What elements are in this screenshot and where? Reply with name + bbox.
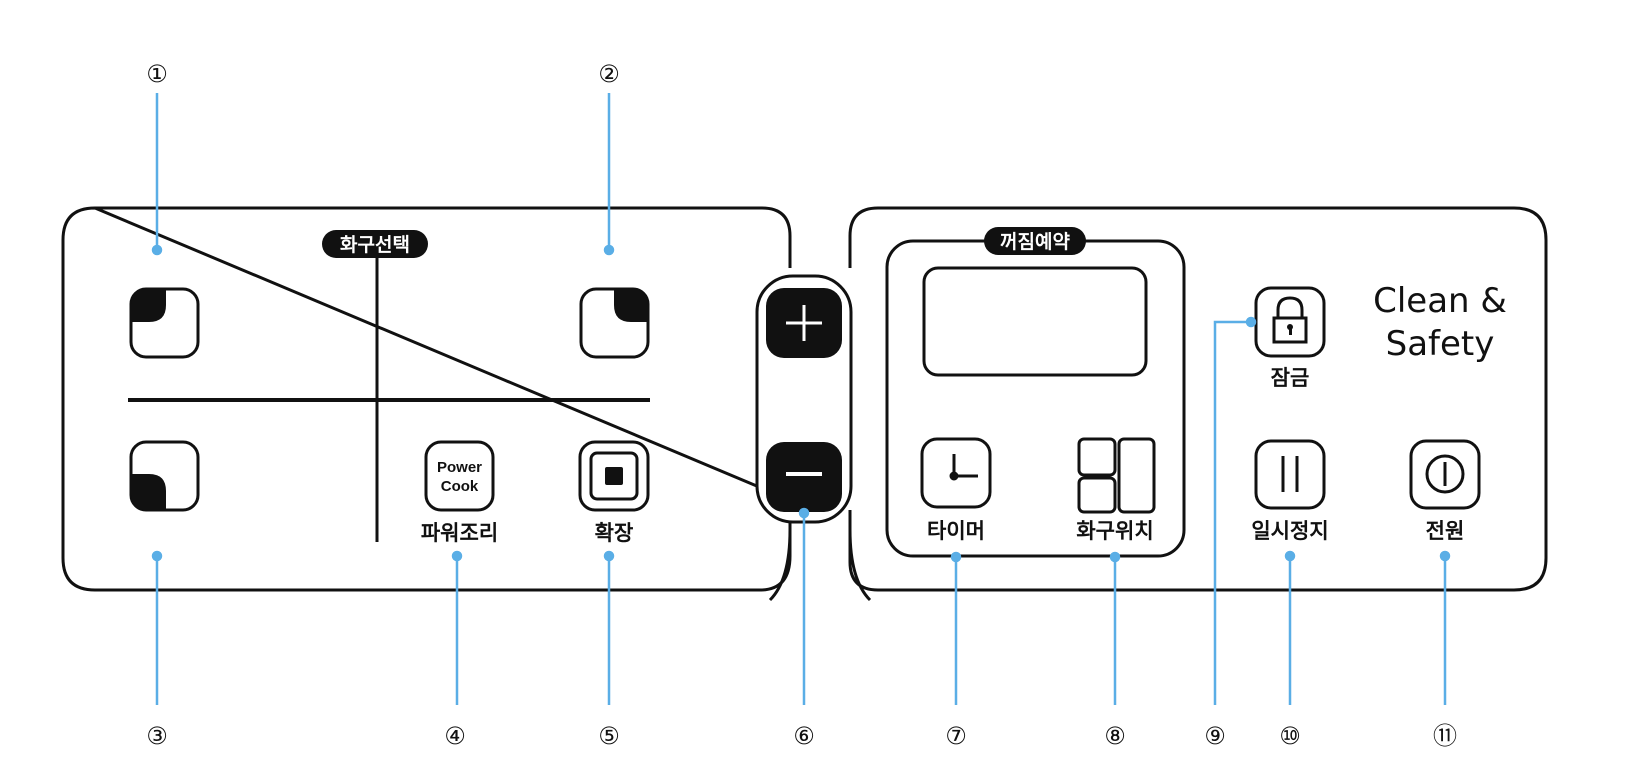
callout-3: ③ [146, 722, 168, 750]
brand-line-1: Clean & [1373, 281, 1507, 321]
quadrant-top-right-icon [614, 289, 648, 322]
brand-line-2: Safety [1386, 324, 1495, 364]
timer-button[interactable] [920, 437, 992, 509]
burner-select-group: 화구선택 [128, 230, 650, 542]
callout-5: ⑤ [598, 722, 620, 750]
off-timer-pill [984, 227, 1086, 255]
pause-button[interactable] [1254, 439, 1326, 510]
power-icon [1425, 454, 1465, 494]
pause-icon [1281, 456, 1299, 492]
off-timer-label: 꺼짐예약 [1000, 231, 1070, 253]
callout-11: ⑪ [1433, 722, 1457, 750]
timer-label: 타이머 [927, 519, 985, 543]
quadrant-bottom-left-icon [131, 474, 166, 510]
power-cook-icon-text-1: Power [437, 459, 482, 476]
burner-bottom-left-button[interactable] [129, 440, 200, 512]
expand-button[interactable] [578, 440, 650, 512]
callout-9: ⑨ [1204, 722, 1226, 750]
callout-6: ⑥ [793, 722, 815, 750]
minus-button[interactable] [766, 442, 842, 512]
expand-label: 확장 [595, 521, 634, 545]
power-button[interactable] [1409, 439, 1481, 510]
burner-position-button[interactable] [1077, 437, 1156, 514]
adjust-control [755, 274, 853, 524]
callout-10: ⑩ [1279, 722, 1301, 750]
power-label: 전원 [1426, 519, 1465, 543]
callout-numbers: ① ② ③ ④ ⑤ ⑥ ⑦ ⑧ ⑨ ⑩ ⑪ [146, 60, 1457, 750]
callout-8: ⑧ [1104, 722, 1126, 750]
plus-button[interactable] [766, 288, 842, 358]
burner-select-pill [322, 230, 428, 258]
callout-7: ⑦ [945, 722, 967, 750]
lock-label: 잠금 [1271, 366, 1310, 390]
clock-icon [949, 454, 978, 481]
burner-top-right-button[interactable] [579, 287, 650, 359]
pause-label: 일시정지 [1251, 519, 1328, 543]
callout-1: ① [146, 60, 168, 88]
timer-display [922, 266, 1148, 377]
lock-button[interactable] [1254, 286, 1326, 358]
burner-select-label: 화구선택 [340, 234, 410, 256]
burner-position-label: 화구위치 [1076, 519, 1153, 543]
right-panel-outline [848, 206, 1548, 592]
callout-2: ② [598, 60, 620, 88]
power-cook-icon-text-2: Cook [441, 478, 479, 495]
expand-square-icon [589, 451, 639, 501]
burner-layout-icon [1077, 437, 1156, 514]
power-cook-label: 파워조리 [421, 521, 498, 545]
quadrant-top-left-icon [131, 289, 166, 322]
panel-outlines [61, 206, 1548, 602]
callout-leaders [151, 93, 1451, 705]
callout-4: ④ [444, 722, 466, 750]
lock-icon [1272, 296, 1308, 344]
plus-icon [786, 305, 822, 341]
off-timer-group: 꺼짐예약 [885, 227, 1186, 558]
burner-top-left-button[interactable] [129, 287, 200, 359]
power-cook-button[interactable]: Power Cook [424, 440, 495, 512]
